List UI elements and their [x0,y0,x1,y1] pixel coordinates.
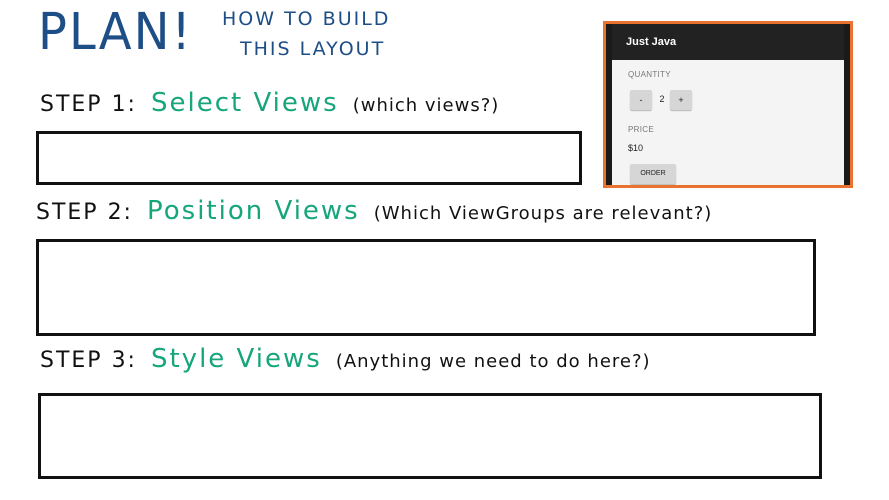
price-value: $10 [628,143,644,153]
app-bar: Just Java [612,24,844,60]
decrement-button[interactable]: - [630,90,652,110]
price-label: PRICE [628,125,654,134]
plan-subtitle-line1: HOW TO BUILD [222,8,391,30]
step-1-question: (which views?) [352,95,500,116]
increment-button[interactable]: + [670,90,692,110]
step-1-action: Select Views [150,88,339,118]
app-title: Just Java [626,36,677,48]
step-3-answer-box [38,393,822,479]
plan-title: PLAN! [38,2,193,62]
phone-mockup: Just Java QUANTITY - 2 + PRICE $10 ORDER [603,21,853,188]
step-3-question: (Anything we need to do here?) [335,351,651,372]
step-3-label: STEP 3: [40,348,137,373]
step-1-answer-box [36,131,582,185]
step-2-answer-box [36,239,816,336]
step-2-action: Position Views [146,196,360,226]
phone-screen: Just Java QUANTITY - 2 + PRICE $10 ORDER [612,24,844,185]
step-3-action: Style Views [150,344,322,374]
step-1-heading: STEP 1: Select Views (which views?) [40,88,499,118]
plan-subtitle-line2: THIS LAYOUT [240,38,386,60]
step-3-heading: STEP 3: Style Views (Anything we need to… [40,344,651,374]
order-button[interactable]: ORDER [630,164,676,184]
quantity-value: 2 [659,94,665,104]
step-2-label: STEP 2: [36,200,133,225]
step-2-question: (Which ViewGroups are relevant?) [373,203,713,224]
step-1-label: STEP 1: [40,92,137,117]
quantity-label: QUANTITY [628,70,671,79]
step-2-heading: STEP 2: Position Views (Which ViewGroups… [36,196,712,226]
